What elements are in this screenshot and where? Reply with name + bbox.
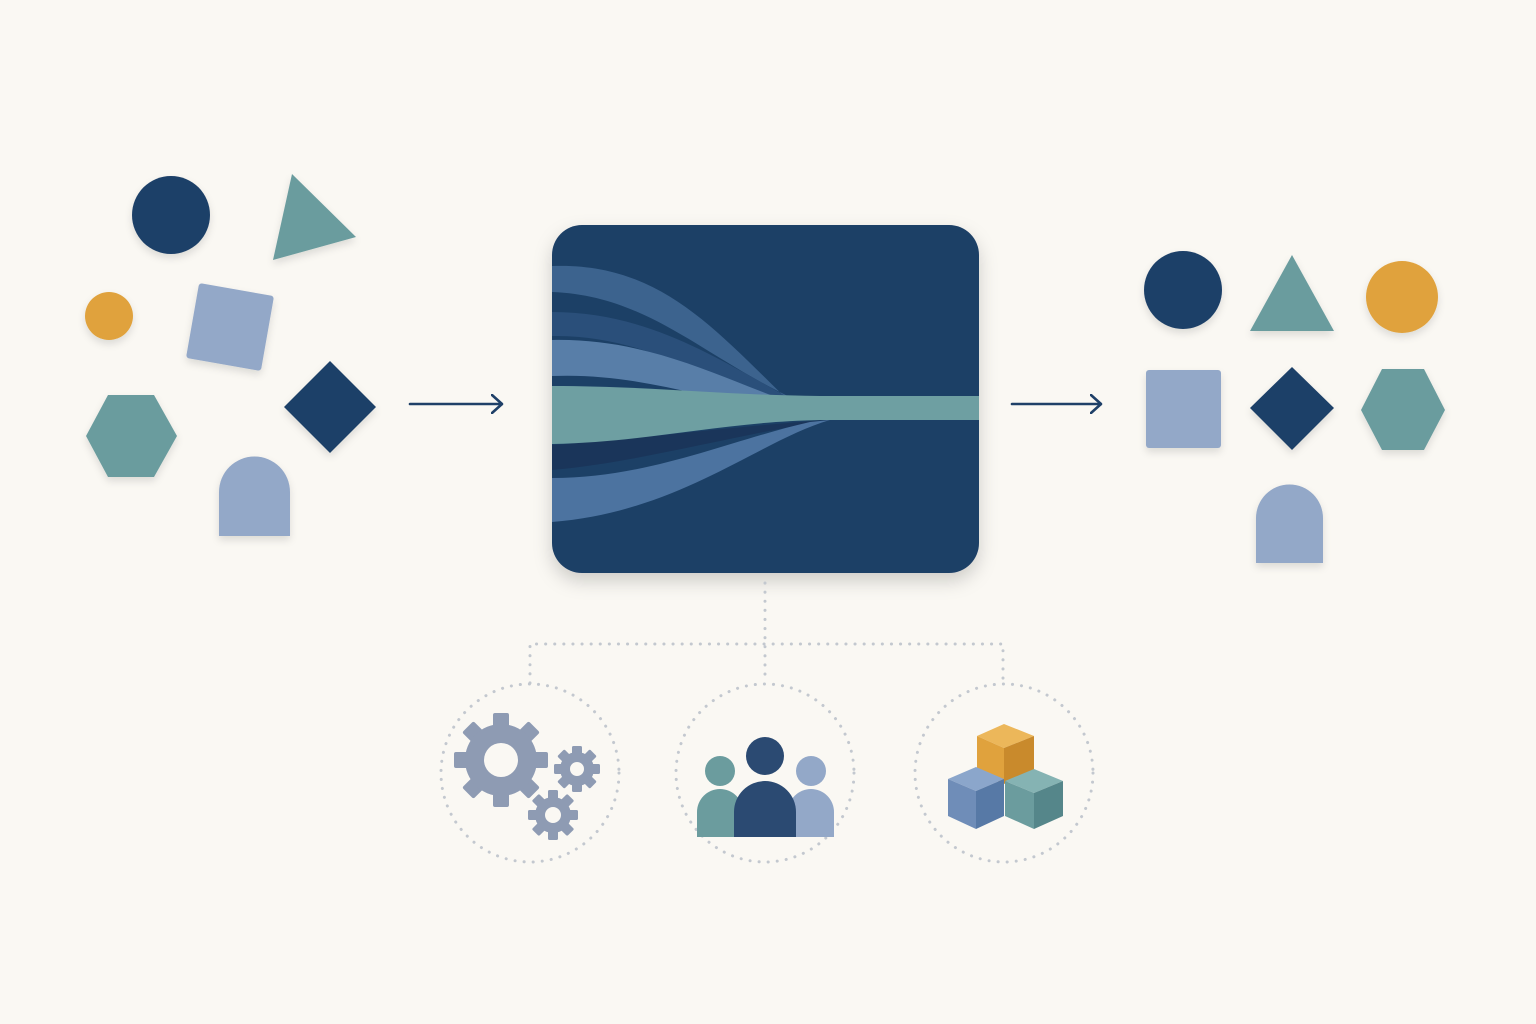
input-triangle-teal [273,174,356,260]
person-center-body [734,781,796,837]
input-shapes [85,174,376,536]
person-left-body [697,789,743,837]
gears-icon [454,713,600,840]
person-right-body [788,789,834,837]
person-right-head [796,756,826,786]
large-gear [454,713,548,807]
input-circle-navy [132,176,210,254]
output-diamond-navy [1250,367,1334,450]
output-square-periwinkle [1146,370,1221,448]
funnel-flow-icon [552,265,979,522]
small-gear-bottom [528,790,578,840]
cubes-icon [948,724,1063,829]
person-left-head [705,756,735,786]
input-circle-mustard [85,292,133,340]
person-center-head [746,737,784,775]
dotted-connectors [439,581,1095,864]
cube-left [948,767,1004,829]
output-circle-mustard [1366,261,1438,333]
output-triangle-teal [1250,255,1334,331]
output-shapes [1144,251,1445,563]
output-circle-navy [1144,251,1222,329]
output-hexagon-teal [1361,369,1445,450]
people-icon [697,737,834,837]
small-gear-top [554,746,600,792]
input-hexagon-teal [86,395,177,477]
input-diamond-navy [284,361,376,453]
input-arch-periwinkle [219,456,290,536]
process-box [552,225,979,573]
cube-right [1005,769,1063,829]
input-square-periwinkle [186,283,274,371]
output-arch-periwinkle [1255,484,1323,563]
